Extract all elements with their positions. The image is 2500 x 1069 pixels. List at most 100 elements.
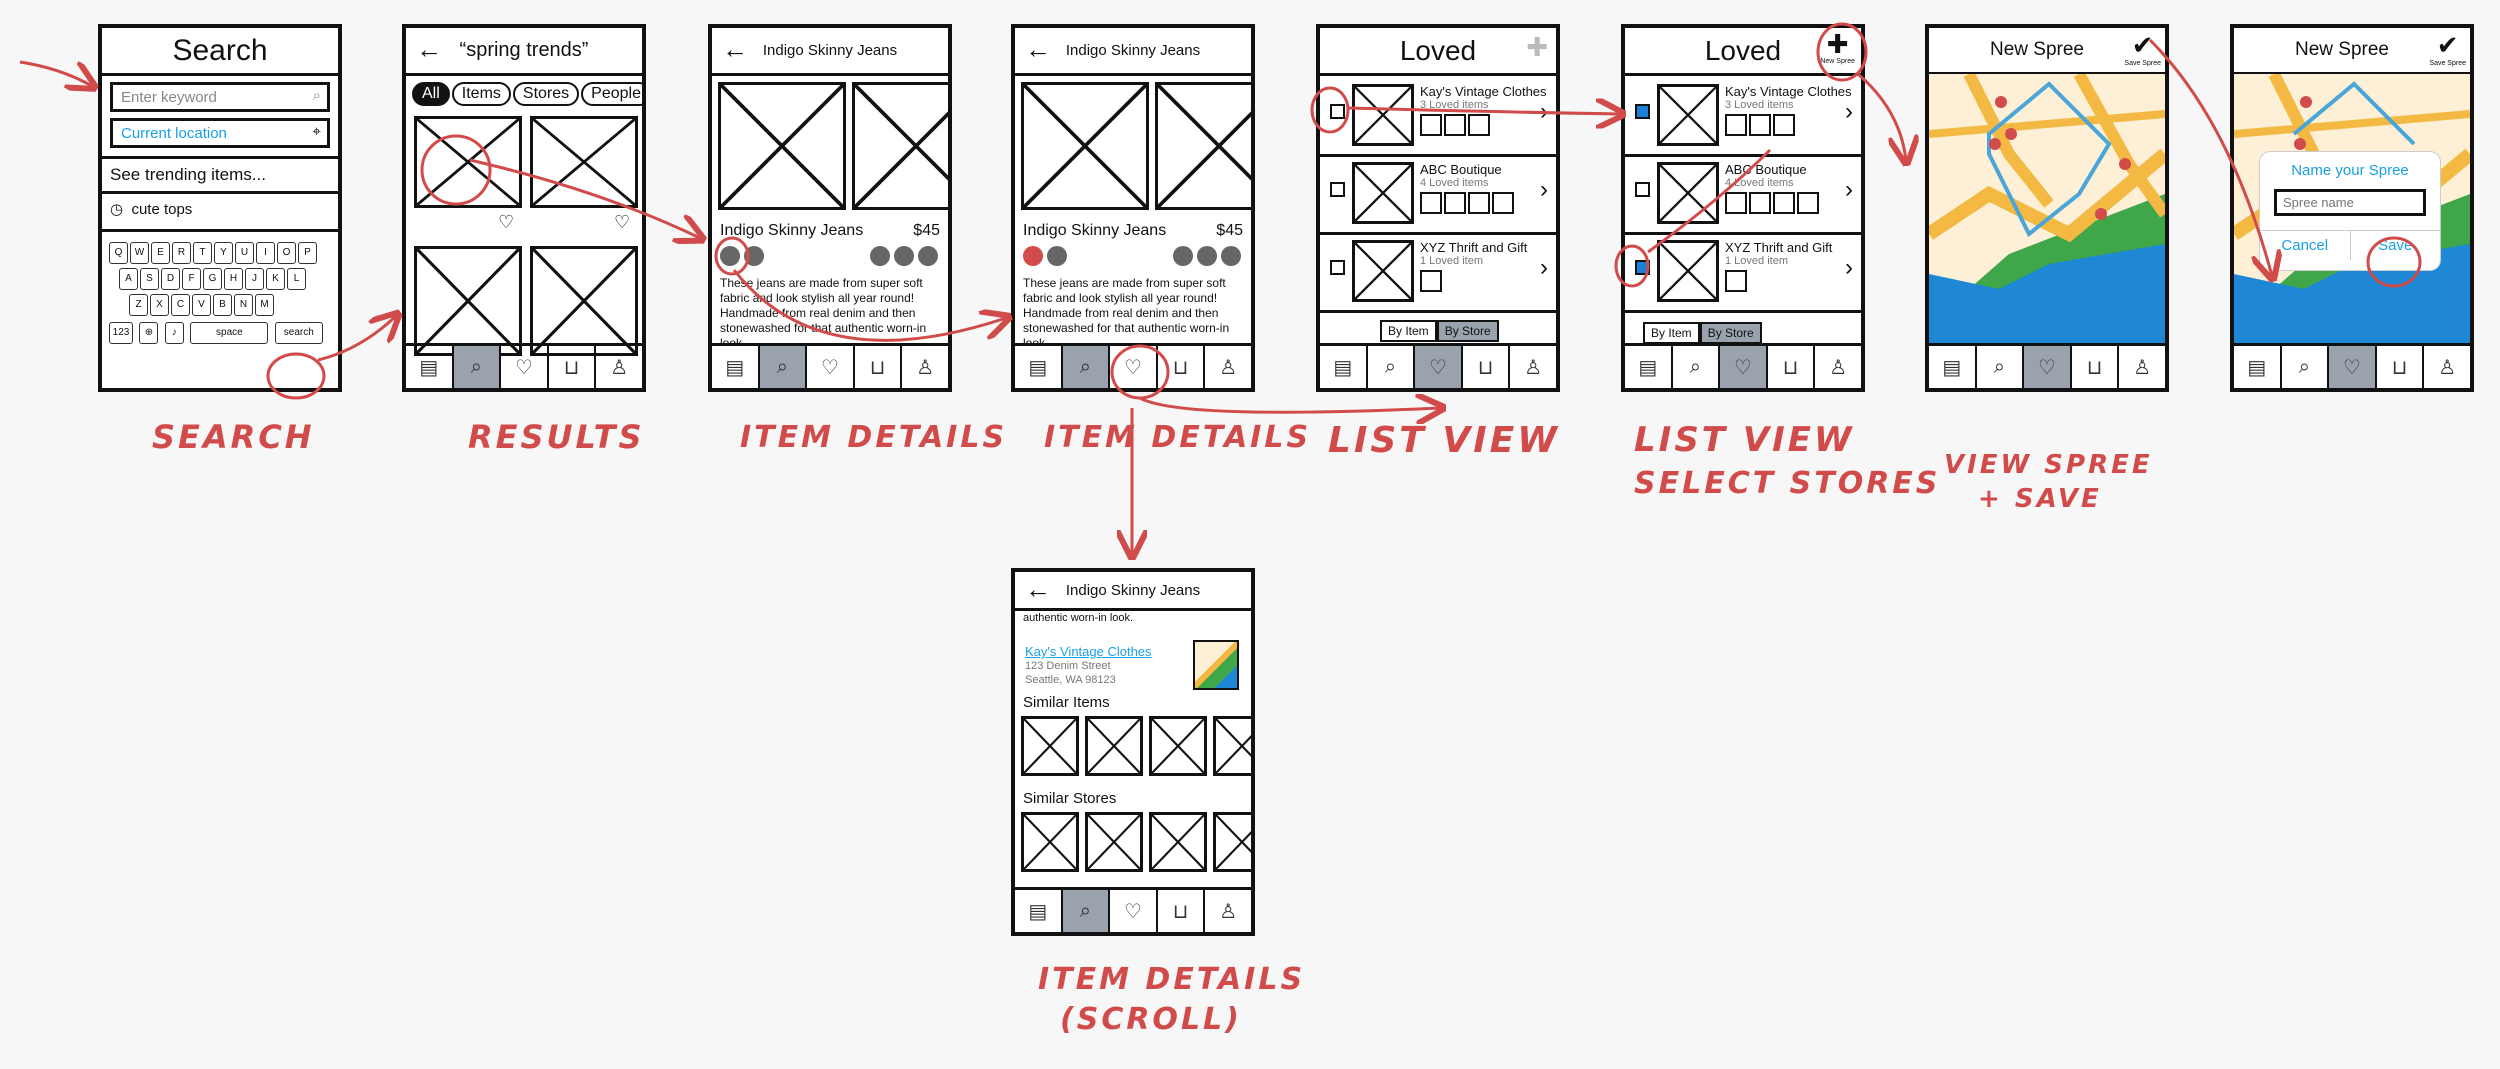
heart-icon[interactable]: ♡ [614, 212, 631, 232]
similar-item[interactable] [1213, 716, 1251, 776]
profile-icon[interactable]: ♙ [1524, 356, 1543, 379]
basket-icon[interactable]: ⊔ [855, 346, 903, 388]
item-photo[interactable] [718, 82, 846, 210]
keyboard-key[interactable]: Y [214, 242, 233, 264]
keyboard-key[interactable]: M [255, 294, 274, 316]
item-photo[interactable] [1021, 82, 1149, 210]
similar-store[interactable] [1149, 812, 1207, 872]
filter-people[interactable]: People [581, 82, 642, 106]
keyboard-key[interactable]: V [192, 294, 211, 316]
save-spree-button[interactable]: ✔ Save Spree [2429, 30, 2466, 67]
keyboard-key[interactable]: O [277, 242, 296, 264]
by-item-toggle[interactable]: By Item [1380, 320, 1437, 342]
basket-icon[interactable] [1173, 246, 1193, 266]
keyboard-key[interactable]: W [130, 242, 149, 264]
num-key[interactable]: 123 [109, 322, 133, 344]
similar-store[interactable] [1213, 812, 1251, 872]
heart-icon[interactable]: ♡ [1110, 346, 1158, 388]
heart-icon[interactable] [720, 246, 740, 266]
new-spree-button[interactable]: ✚ New Spree [1820, 29, 1855, 65]
keyboard-key[interactable]: X [150, 294, 169, 316]
feed-icon[interactable]: ▤ [2234, 346, 2282, 388]
heart-filled-icon[interactable] [1023, 246, 1043, 266]
spree-name-input[interactable]: Spree name [2274, 189, 2426, 216]
back-arrow-icon[interactable]: ← [416, 34, 442, 64]
heart-icon[interactable]: ♡ [807, 346, 855, 388]
basket-icon[interactable]: ⊔ [2377, 346, 2425, 388]
chevron-right-icon[interactable]: › [1845, 176, 1853, 203]
store-checkbox[interactable] [1330, 260, 1345, 275]
feed-icon[interactable]: ▤ [1320, 346, 1368, 388]
search-icon[interactable]: ⌕ [1062, 890, 1111, 932]
profile-icon[interactable]: ♙ [1219, 900, 1238, 923]
similar-item[interactable] [1085, 716, 1143, 776]
keyboard-key[interactable]: K [266, 268, 285, 290]
basket-icon[interactable] [870, 246, 890, 266]
keyboard-key[interactable]: T [193, 242, 212, 264]
search-icon[interactable]: ⌕ [1977, 346, 2025, 388]
store-checkbox-checked[interactable] [1635, 104, 1650, 119]
search-icon[interactable]: ⌕ [1368, 346, 1416, 388]
heart-icon[interactable]: ♡ [2024, 346, 2072, 388]
chevron-right-icon[interactable]: › [1845, 254, 1853, 281]
basket-icon[interactable]: ⊔ [1158, 890, 1206, 932]
new-spree-button[interactable]: ✚ [1526, 32, 1548, 62]
store-checkbox[interactable] [1635, 182, 1650, 197]
search-icon[interactable]: ⌕ [453, 346, 502, 388]
keyboard-key[interactable]: R [172, 242, 191, 264]
back-arrow-icon[interactable]: ← [722, 34, 748, 64]
similar-item[interactable] [1149, 716, 1207, 776]
heart-icon[interactable]: ♡ [1415, 346, 1463, 388]
basket-icon[interactable]: ⊔ [1158, 346, 1206, 388]
keyboard-key[interactable]: Q [109, 242, 128, 264]
store-row[interactable]: XYZ Thrift and Gift 1 Loved item › [1625, 232, 1861, 313]
store-row[interactable]: Kay's Vintage Clothes 3 Loved items › [1320, 76, 1556, 157]
store-row[interactable]: Kay's Vintage Clothes 3 Loved items › [1625, 76, 1861, 157]
result-image[interactable] [414, 116, 522, 208]
store-checkbox[interactable] [1330, 104, 1345, 119]
feed-icon[interactable]: ▤ [1015, 890, 1063, 932]
heart-icon[interactable]: ♡ [1110, 890, 1158, 932]
profile-icon[interactable]: ♙ [610, 356, 629, 379]
chat-icon[interactable] [918, 246, 938, 266]
trending-link[interactable]: See trending items... [102, 156, 338, 194]
heart-icon[interactable]: ♡ [1720, 346, 1768, 388]
search-icon[interactable]: ⌕ [2282, 346, 2330, 388]
filter-stores[interactable]: Stores [512, 82, 580, 106]
item-photo[interactable] [1155, 82, 1251, 210]
keyboard-key[interactable]: A [119, 268, 138, 290]
chevron-right-icon[interactable]: › [1540, 254, 1548, 281]
location-input[interactable]: Current location ⌖ [110, 118, 330, 148]
filter-all[interactable]: All [412, 82, 450, 106]
share-icon[interactable] [1047, 246, 1067, 266]
keyboard-key[interactable]: N [234, 294, 253, 316]
similar-store[interactable] [1085, 812, 1143, 872]
profile-icon[interactable]: ♙ [2438, 356, 2457, 379]
recent-search[interactable]: ◷ cute tops [102, 194, 338, 232]
feed-icon[interactable]: ▤ [1015, 346, 1063, 388]
tag-icon[interactable] [1197, 246, 1217, 266]
space-key[interactable]: space [190, 322, 269, 344]
map[interactable] [1929, 74, 2165, 352]
keyboard-key[interactable]: H [224, 268, 243, 290]
keyboard-key[interactable]: U [235, 242, 254, 264]
profile-icon[interactable]: ♙ [1219, 356, 1238, 379]
tag-icon[interactable] [894, 246, 914, 266]
keyboard-key[interactable]: C [171, 294, 190, 316]
item-photo[interactable] [852, 82, 948, 210]
by-store-toggle[interactable]: By Store [1436, 320, 1499, 342]
keyboard-key[interactable]: J [245, 268, 264, 290]
keyboard-key[interactable]: P [298, 242, 317, 264]
similar-item[interactable] [1021, 716, 1079, 776]
store-row[interactable]: ABC Boutique 4 Loved items › [1320, 154, 1556, 235]
basket-icon[interactable]: ⊔ [1463, 346, 1511, 388]
heart-icon[interactable]: ♡ [498, 212, 515, 232]
heart-icon[interactable]: ♡ [501, 346, 549, 388]
keyboard-key[interactable]: D [161, 268, 180, 290]
keyboard-key[interactable]: E [151, 242, 170, 264]
chat-icon[interactable] [1221, 246, 1241, 266]
chevron-right-icon[interactable]: › [1845, 98, 1853, 125]
save-spree-button[interactable]: ✔ Save Spree [2124, 30, 2161, 67]
feed-icon[interactable]: ▤ [712, 346, 760, 388]
profile-icon[interactable]: ♙ [2133, 356, 2152, 379]
